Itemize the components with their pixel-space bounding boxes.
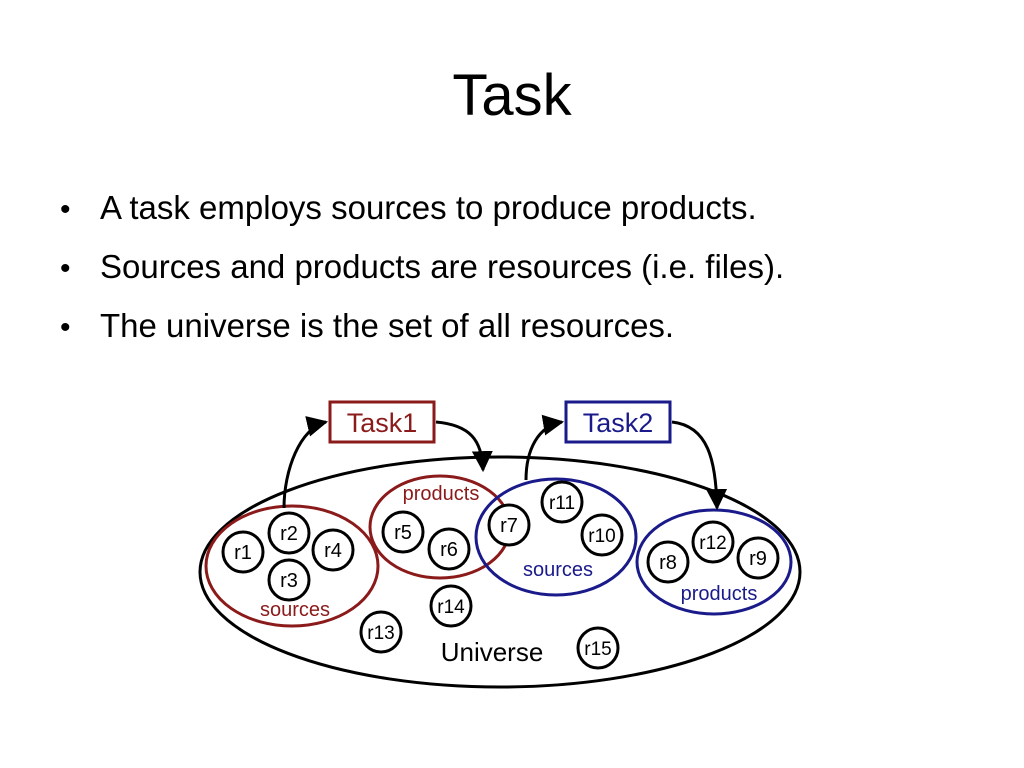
resource-r3: r3 <box>267 558 311 602</box>
resource-r4: r4 <box>311 528 355 572</box>
resource-r5: r5 <box>381 510 425 554</box>
resource-r7: r7 <box>487 503 531 547</box>
bullet-icon: • <box>60 311 71 344</box>
svg-text:r11: r11 <box>549 493 575 514</box>
bullet-item: • A task employs sources to produce produ… <box>60 188 1000 230</box>
bullet-text: A task employs sources to produce produc… <box>100 189 757 226</box>
arrow-task1-to-products <box>435 420 493 473</box>
task2-sources-ellipse <box>474 477 638 597</box>
bullet-text: The universe is the set of all resources… <box>100 307 675 344</box>
bullet-item: • The universe is the set of all resource… <box>60 306 1000 348</box>
task2-sources-label: sources <box>523 559 593 581</box>
svg-text:r14: r14 <box>437 597 465 618</box>
resource-r13: r13 <box>359 610 403 654</box>
bullet-item: • Sources and products are resources (i.e… <box>60 247 1000 289</box>
bullet-list: • A task employs sources to produce produ… <box>60 188 1000 365</box>
universe-ellipse <box>198 455 802 689</box>
svg-text:r3: r3 <box>280 570 298 592</box>
resource-r15: r15 <box>576 626 620 670</box>
universe-label: Universe <box>441 637 544 667</box>
svg-text:r9: r9 <box>749 548 767 570</box>
arrow-task2-to-products <box>671 420 728 511</box>
slide-title: Task <box>452 63 572 128</box>
resource-r12: r12 <box>691 520 735 564</box>
task1-sources-label: sources <box>260 599 330 621</box>
svg-text:r6: r6 <box>440 539 458 561</box>
resource-r8: r8 <box>646 540 690 584</box>
resource-r6: r6 <box>427 527 471 571</box>
arrow-sources-to-task1 <box>282 416 329 509</box>
task1-box <box>328 400 436 444</box>
resource-r2: r2 <box>267 511 311 555</box>
svg-text:r7: r7 <box>500 515 518 537</box>
svg-text:r4: r4 <box>324 540 342 562</box>
svg-text:r10: r10 <box>588 526 615 547</box>
resource-r14: r14 <box>429 584 473 628</box>
bullet-icon: • <box>60 193 71 226</box>
svg-text:r1: r1 <box>234 542 252 564</box>
resource-r9: r9 <box>736 536 780 580</box>
task2-products-label: products <box>681 583 758 605</box>
resource-r1: r1 <box>221 530 265 574</box>
task2-box <box>564 400 672 444</box>
svg-text:r5: r5 <box>394 522 412 544</box>
svg-text:r8: r8 <box>659 552 677 574</box>
task1-label: Task1 <box>347 408 418 438</box>
arrow-sources-to-task2 <box>524 414 565 481</box>
resource-r10: r10 <box>580 513 624 557</box>
resource-r11: r11 <box>540 480 584 524</box>
task1-sources-ellipse <box>204 504 380 628</box>
svg-text:r2: r2 <box>280 523 298 545</box>
svg-text:r15: r15 <box>584 639 611 660</box>
bullet-icon: • <box>60 252 71 285</box>
task2-label: Task2 <box>583 408 654 438</box>
task1-products-label: products <box>403 483 480 505</box>
svg-text:r13: r13 <box>367 623 394 644</box>
bullet-text: Sources and products are resources (i.e.… <box>100 248 785 285</box>
svg-text:r12: r12 <box>699 533 726 554</box>
